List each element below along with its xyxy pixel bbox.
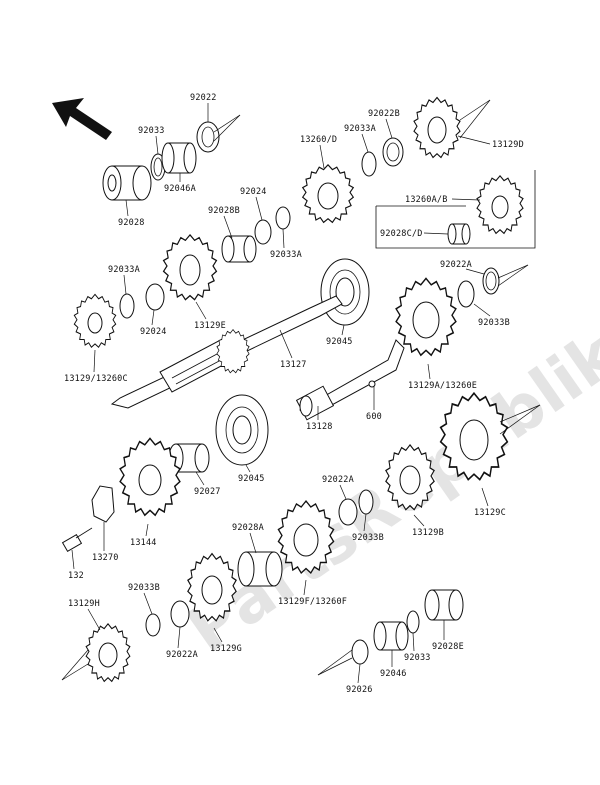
ring-92033A-mid xyxy=(275,206,291,230)
label-132: 132 xyxy=(68,571,84,581)
label-13129F-13260F: 13129F/13260F xyxy=(278,597,347,607)
ring-92033B-right xyxy=(457,280,475,308)
bush-92028E xyxy=(424,589,464,621)
label-13129H: 13129H xyxy=(68,599,100,609)
label-92022A-mid: 92022A xyxy=(322,475,354,485)
label-13129A-13260E: 13129A/13260E xyxy=(408,381,477,391)
ring-92033B-mid xyxy=(358,489,374,515)
label-13270: 13270 xyxy=(92,553,119,563)
label-92022A-left: 92022A xyxy=(166,650,198,660)
label-13129C: 13129C xyxy=(474,508,506,518)
label-92033A-top: 92033A xyxy=(344,124,376,134)
label-92045-top: 92045 xyxy=(326,337,353,347)
label-13127: 13127 xyxy=(280,360,307,370)
washer-92024-top xyxy=(254,219,272,245)
label-92024-top: 92024 xyxy=(240,187,267,197)
label-92028B: 92028B xyxy=(208,206,240,216)
label-92026: 92026 xyxy=(346,685,373,695)
label-92033: 92033 xyxy=(138,126,165,136)
part-labels: 92022 92033 92046A 92028 92022B 92033A 1… xyxy=(64,93,524,695)
washer-92024-left xyxy=(145,283,165,311)
label-92033B-mid: 92033B xyxy=(352,533,384,543)
needle-bearing-92046A xyxy=(161,142,197,174)
label-92033B-right: 92033B xyxy=(478,318,510,328)
washer-92022A-mid xyxy=(338,498,358,526)
label-92028CD: 92028C/D xyxy=(380,229,423,239)
gear-integral-13127 xyxy=(216,329,250,374)
label-92028E: 92028E xyxy=(432,642,464,652)
label-92033A-mid: 92033A xyxy=(270,250,302,260)
washer-92022B xyxy=(382,137,404,167)
ring-92033B-left xyxy=(145,613,161,637)
label-92033B-left: 92033B xyxy=(128,583,160,593)
label-92022: 92022 xyxy=(190,93,217,103)
label-92033A-left: 92033A xyxy=(108,265,140,275)
needle-bearing-92046 xyxy=(373,621,409,651)
ring-92033A-left xyxy=(119,293,135,319)
washer-92022A-right xyxy=(482,267,500,295)
label-13128: 13128 xyxy=(306,422,333,432)
ring-92033A-top xyxy=(361,151,377,177)
label-92022A-right: 92022A xyxy=(440,260,472,270)
label-92024-left: 92024 xyxy=(140,327,167,337)
bush-92028CD xyxy=(447,223,471,245)
washer-92022A-left xyxy=(170,600,190,628)
label-92046: 92046 xyxy=(380,669,407,679)
label-13144: 13144 xyxy=(130,538,157,548)
bolt-132 xyxy=(61,527,93,553)
label-92022B: 92022B xyxy=(368,109,400,119)
plate-13270 xyxy=(91,485,115,523)
label-13260D: 13260/D xyxy=(300,135,337,145)
ring-92033-bottom xyxy=(406,610,420,634)
bush-92028A xyxy=(237,551,283,587)
label-92033-bottom: 92033 xyxy=(404,653,431,663)
label-13129-13260C: 13129/13260C xyxy=(64,374,128,384)
label-600: 600 xyxy=(366,412,382,422)
bearing-92045-top xyxy=(320,258,370,326)
label-92028: 92028 xyxy=(118,218,145,228)
label-92046A: 92046A xyxy=(164,184,196,194)
bearing-92028 xyxy=(102,165,152,201)
shaft-13128 xyxy=(295,339,405,421)
label-13260AB: 13260A/B xyxy=(405,195,448,205)
label-92027: 92027 xyxy=(194,487,221,497)
inset-box xyxy=(375,170,536,249)
label-13129E: 13129E xyxy=(194,321,226,331)
label-92028A: 92028A xyxy=(232,523,264,533)
washer-92026 xyxy=(351,639,369,665)
bush-92028B xyxy=(221,235,257,263)
label-92045-bottom: 92045 xyxy=(238,474,265,484)
label-13129D: 13129D xyxy=(492,140,524,150)
label-13129G: 13129G xyxy=(210,644,242,654)
bearing-92045-bottom xyxy=(215,394,269,466)
washer-92022 xyxy=(196,121,220,153)
label-13129B: 13129B xyxy=(412,528,444,538)
front-arrow-icon xyxy=(52,98,112,140)
